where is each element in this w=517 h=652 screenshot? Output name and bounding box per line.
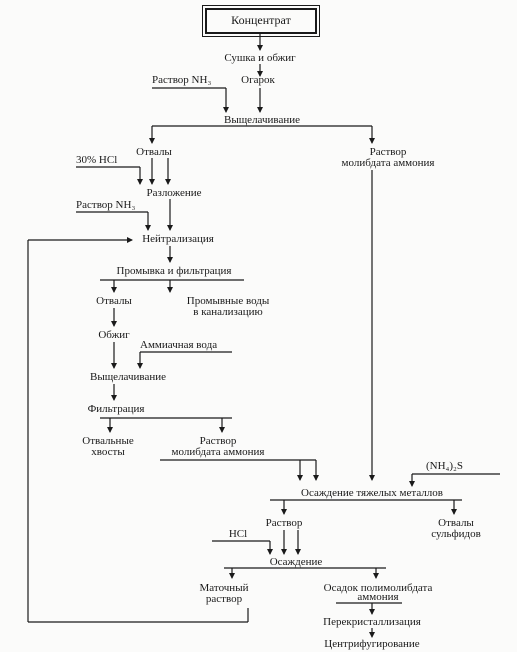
molybdate-2-line2: молибдата аммония [171,446,265,458]
solution-label: Раствор [265,517,303,529]
wash-water-line2: в канализацию [193,306,263,318]
dumps-1-label: Отвалы [136,146,172,158]
decomposition-label: Разложение [146,187,202,199]
wash-water-line1: Промывные воды [186,295,270,307]
ammonia-solution-2-label: Раствор NH₃ [76,199,136,211]
sulfide-dumps-line1: Отвалы [438,517,474,529]
hcl-label: HCl [228,528,248,540]
molybdate-1-line2: молибдата аммония [341,157,435,169]
hcl-30-label: 30% HCl [76,154,118,166]
tailings-line2: хвосты [91,446,125,458]
ammonium-sulfide-label: (NH₄)₂S [426,460,464,472]
tailings-line1: Отвальные [82,435,134,447]
molybdate-2-line1: Раствор [199,435,237,447]
drying-roasting-label: Сушка и обжиг [224,52,296,64]
precipitation-label: Осаждение [269,556,323,568]
polymolybdate-line1: Осадок полимолибдата [323,582,433,594]
leaching-2-label: Выщелачивание [89,371,167,383]
mother-liquor-line1: Маточный [199,582,249,594]
leaching-1-label: Выщелачивание [223,114,301,126]
ammonia-solution-1-label: Раствор NH₃ [152,74,212,86]
dumps-2-label: Отвалы [96,295,132,307]
heavy-metal-precipitation-label: Осаждение тяжелых металлов [301,487,443,499]
polymolybdate-line2: аммония [357,591,399,603]
sulfide-dumps-line2: сульфидов [431,528,481,540]
cinder-label: Огарок [241,74,275,86]
centrifugation-label: Центрифугирование [324,638,420,650]
concentrate-box: Концентрат [202,5,320,37]
concentrate-label: Концентрат [231,13,291,27]
recrystallization-label: Перекристаллизация [323,616,421,628]
ammonia-water-label: Аммиачная вода [140,339,218,351]
molybdate-1-line1: Раствор [369,146,407,158]
washing-filtration-label: Промывка и фильтрация [116,265,232,277]
neutralization-label: Нейтрализация [142,233,214,245]
roasting-label: Обжиг [98,329,130,341]
filtration-label: Фильтрация [87,403,145,415]
mother-liquor-line2: раствор [205,593,243,605]
